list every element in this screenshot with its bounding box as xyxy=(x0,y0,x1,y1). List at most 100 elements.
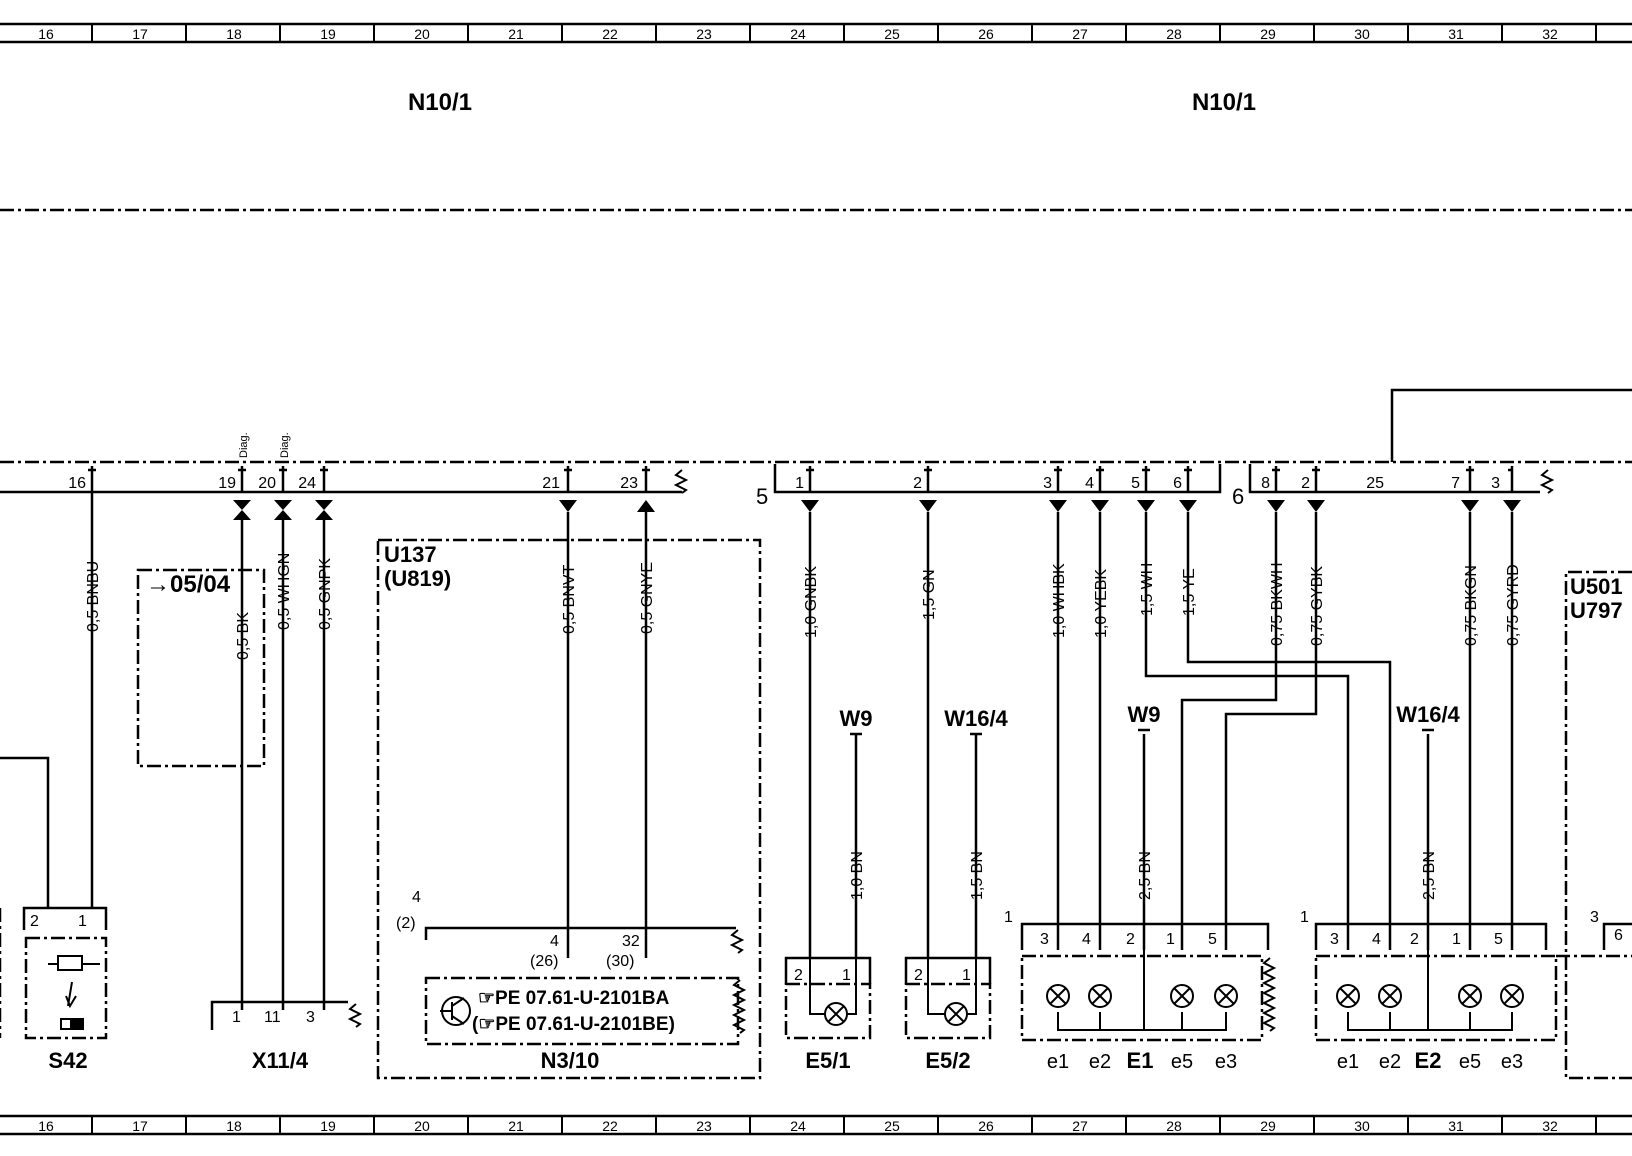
pin-number: 19 xyxy=(218,475,236,492)
component-label: X11/4 xyxy=(252,1048,309,1073)
pin-number: 6 xyxy=(1614,927,1623,944)
box-label: U501 xyxy=(1570,574,1623,599)
wire-label: 0,5 BNBU xyxy=(85,561,102,632)
pin-number: 4 xyxy=(550,933,559,950)
pin-number: 8 xyxy=(1261,475,1270,492)
wire-label: 0,5 GNPK xyxy=(317,558,334,630)
x11-4-connector xyxy=(210,1000,348,1030)
pin-number: 2 xyxy=(914,967,923,984)
transistor-icon xyxy=(440,996,471,1026)
pin-number: 25 xyxy=(1366,475,1384,492)
grid-col: 26 xyxy=(978,26,994,42)
grid-col: 27 xyxy=(1072,26,1088,42)
grid-col: 27 xyxy=(1072,1118,1088,1134)
pe-reference[interactable]: ☞PE 07.61-U-2101BA xyxy=(478,988,670,1009)
grid-col: 26 xyxy=(978,1118,994,1134)
pin-number: 3 xyxy=(1043,475,1052,492)
ground-point-label: W16/4 xyxy=(1396,702,1460,727)
wire-label: 0,75 BKGN xyxy=(1463,565,1480,646)
pin-number: 3 xyxy=(1590,909,1599,926)
pin-number: 20 xyxy=(258,475,276,492)
pin-number: 4 xyxy=(1082,931,1091,948)
grid-col: 17 xyxy=(132,26,148,42)
bulb-label: e3 xyxy=(1501,1051,1523,1073)
pin-number: 32 xyxy=(622,933,640,950)
pin-number: 1 xyxy=(232,1009,241,1026)
grid-col: 22 xyxy=(602,26,618,42)
connector-number: 6 xyxy=(1232,484,1244,509)
pin-number: 2 xyxy=(30,913,39,930)
grid-col: 21 xyxy=(508,1118,524,1134)
grid-col: 29 xyxy=(1260,26,1276,42)
grid-col: 19 xyxy=(320,1118,336,1134)
reference-box xyxy=(136,568,266,768)
bottom-grid-bar xyxy=(0,1114,1632,1136)
grid-col: 28 xyxy=(1166,26,1182,42)
bulb-label: e2 xyxy=(1089,1051,1111,1073)
pin-number: 3 xyxy=(1491,475,1500,492)
right-connector xyxy=(1602,922,1632,950)
wire-label: 2,5 BN xyxy=(1421,851,1438,900)
grid-col: 18 xyxy=(226,1118,242,1134)
pin-number: (2) xyxy=(396,915,416,932)
grid-col: 20 xyxy=(414,26,430,42)
bulb-icons xyxy=(1046,984,1524,1008)
pin-number: 4 xyxy=(1085,475,1094,492)
grid-col: 19 xyxy=(320,26,336,42)
wire-label: 1,5 GN xyxy=(921,569,938,620)
pin-number: 1 xyxy=(78,913,87,930)
pin-number: 5 xyxy=(1494,931,1503,948)
pin-number: 1 xyxy=(795,475,804,492)
reference-label[interactable]: →05/04 xyxy=(146,571,231,598)
connector-arrows xyxy=(233,500,1521,520)
grid-col: 24 xyxy=(790,26,806,42)
bulb-label: e5 xyxy=(1459,1051,1481,1073)
pin-number: 24 xyxy=(298,475,316,492)
n3-10-connector xyxy=(424,926,736,940)
diag-label: Diag. xyxy=(279,432,291,458)
pin-number: 3 xyxy=(306,1009,315,1026)
grid-col: 28 xyxy=(1166,1118,1182,1134)
wire-label: 1,5 WH xyxy=(1139,563,1156,616)
u501-box xyxy=(1564,570,1632,1080)
wavy-break xyxy=(729,929,745,954)
n3-10-box xyxy=(424,976,740,1046)
wire-label: 1,0 YEBK xyxy=(1093,569,1110,638)
pin-number: 1 xyxy=(1452,931,1461,948)
top-grid-bar xyxy=(0,22,1632,44)
pin-number: 21 xyxy=(542,475,560,492)
wavy-break xyxy=(347,1003,363,1028)
control-unit-label: N10/1 xyxy=(408,89,472,116)
pin-number: 3 xyxy=(1040,931,1049,948)
pe-reference[interactable]: (☞PE 07.61-U-2101BE) xyxy=(472,1014,675,1035)
wavy-break xyxy=(731,979,747,1034)
grid-col: 23 xyxy=(696,26,712,42)
pin-number: 1 xyxy=(1166,931,1175,948)
wavy-break xyxy=(1539,469,1555,494)
pin-number: 1 xyxy=(1004,909,1013,926)
box-label: (U819) xyxy=(384,566,451,591)
component-label: E2 xyxy=(1415,1048,1442,1073)
s42-switch xyxy=(22,906,108,1040)
component-label: N3/10 xyxy=(541,1048,600,1073)
grid-col: 16 xyxy=(38,26,54,42)
pin-number: 1 xyxy=(962,967,971,984)
pin-number: 7 xyxy=(1451,475,1460,492)
grid-col: 25 xyxy=(884,26,900,42)
pin-number: 5 xyxy=(1208,931,1217,948)
pin-number: 2 xyxy=(1301,475,1310,492)
wires xyxy=(0,492,1514,1010)
grid-col: 16 xyxy=(38,1118,54,1134)
grid-col: 25 xyxy=(884,1118,900,1134)
pin-number: 2 xyxy=(913,475,922,492)
e2-lamp-group xyxy=(1314,922,1558,1042)
wire-label: 1,0 GNBK xyxy=(803,566,820,638)
grid-col: 32 xyxy=(1542,1118,1558,1134)
box-label: U797 xyxy=(1570,598,1623,623)
wire-label: 1,5 BN xyxy=(969,851,986,900)
wire-label: 1,0 BN xyxy=(849,851,866,900)
grid-col: 21 xyxy=(508,26,524,42)
pin-number: 4 xyxy=(1372,931,1381,948)
bulb-label: e1 xyxy=(1047,1051,1069,1073)
component-label: E5/1 xyxy=(805,1048,850,1073)
